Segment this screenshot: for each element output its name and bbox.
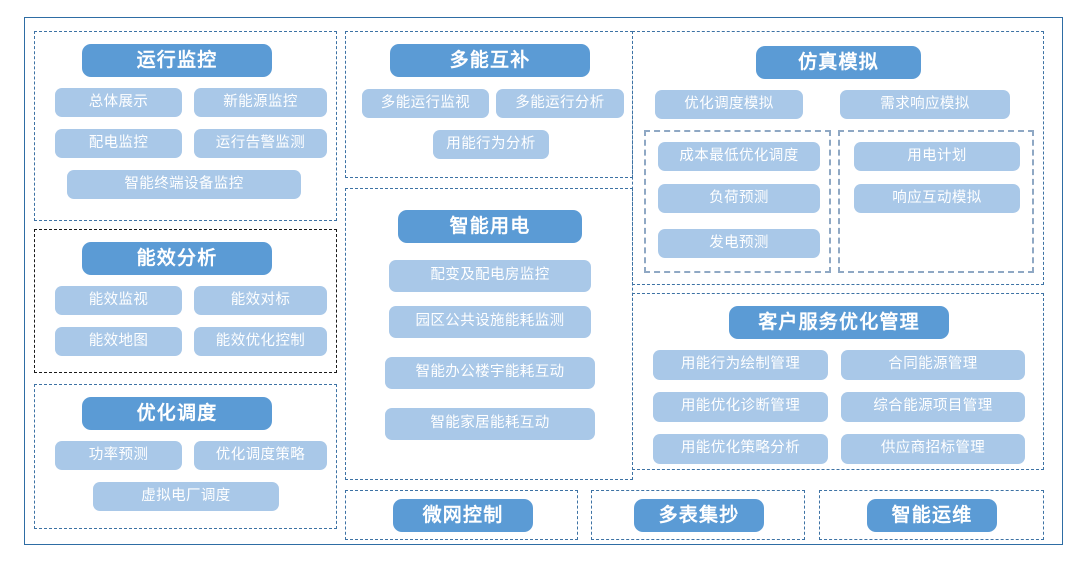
item-integrated-energy-project-management[interactable]: 综合能源项目管理 xyxy=(841,392,1025,422)
group-header-optimal-dispatch[interactable]: 优化调度 xyxy=(82,397,272,430)
item-smart-home-energy-interaction[interactable]: 智能家居能耗互动 xyxy=(385,408,595,440)
group-simulation: 仿真模拟 优化调度模拟 需求响应模拟 成本最低优化调度 负荷预测 发电预测 用电… xyxy=(632,31,1044,285)
item-new-energy-monitoring[interactable]: 新能源监控 xyxy=(194,88,327,117)
diagram-frame: 运行监控 总体展示 新能源监控 配电监控 运行告警监测 智能终端设备监控 能效分… xyxy=(24,17,1063,545)
item-optimal-dispatch-simulation[interactable]: 优化调度模拟 xyxy=(655,90,803,119)
group-microgrid-control: 微网控制 xyxy=(345,490,578,540)
item-transformer-substation-monitoring[interactable]: 配变及配电房监控 xyxy=(389,260,591,292)
item-virtual-power-plant-dispatch[interactable]: 虚拟电厂调度 xyxy=(93,482,279,511)
item-generation-forecast[interactable]: 发电预测 xyxy=(658,229,820,258)
group-customer-service-optimization: 客户服务优化管理 用能行为绘制管理 合同能源管理 用能优化诊断管理 综合能源项目… xyxy=(632,293,1044,470)
group-optimal-dispatch: 优化调度 功率预测 优化调度策略 虚拟电厂调度 xyxy=(34,384,337,529)
item-energy-behavior-profiling-management[interactable]: 用能行为绘制管理 xyxy=(653,350,828,380)
group-header-microgrid-control[interactable]: 微网控制 xyxy=(393,499,533,532)
group-energy-efficiency-analysis: 能效分析 能效监视 能效对标 能效地图 能效优化控制 xyxy=(34,229,337,373)
item-operation-alarm-monitoring[interactable]: 运行告警监测 xyxy=(194,129,327,158)
group-header-operation-monitoring[interactable]: 运行监控 xyxy=(82,44,272,77)
item-lowest-cost-optimal-dispatch[interactable]: 成本最低优化调度 xyxy=(658,142,820,171)
group-header-smart-operation-maintenance[interactable]: 智能运维 xyxy=(867,499,997,532)
group-operation-monitoring: 运行监控 总体展示 新能源监控 配电监控 运行告警监测 智能终端设备监控 xyxy=(34,31,337,221)
group-header-smart-electricity[interactable]: 智能用电 xyxy=(398,210,582,243)
subgroup-simulation-sub-left: 成本最低优化调度 负荷预测 发电预测 xyxy=(644,130,831,273)
group-header-multi-energy-complementarity[interactable]: 多能互补 xyxy=(390,44,590,77)
group-smart-operation-maintenance: 智能运维 xyxy=(819,490,1044,540)
group-multi-energy-complementarity: 多能互补 多能运行监视 多能运行分析 用能行为分析 xyxy=(345,31,633,178)
item-energy-behavior-analysis[interactable]: 用能行为分析 xyxy=(433,130,549,159)
group-header-energy-efficiency-analysis[interactable]: 能效分析 xyxy=(82,242,272,275)
item-energy-optimization-strategy-analysis[interactable]: 用能优化策略分析 xyxy=(653,434,828,464)
item-energy-optimization-diagnosis-management[interactable]: 用能优化诊断管理 xyxy=(653,392,828,422)
item-multi-energy-operation-analysis[interactable]: 多能运行分析 xyxy=(496,89,624,118)
item-efficiency-optimization-control[interactable]: 能效优化控制 xyxy=(194,327,327,356)
item-smart-office-building-energy-interaction[interactable]: 智能办公楼宇能耗互动 xyxy=(385,357,595,389)
item-response-interaction-simulation[interactable]: 响应互动模拟 xyxy=(854,184,1020,213)
item-power-forecast[interactable]: 功率预测 xyxy=(55,441,182,470)
item-load-forecast[interactable]: 负荷预测 xyxy=(658,184,820,213)
group-header-customer-service-optimization[interactable]: 客户服务优化管理 xyxy=(729,306,949,339)
item-supplier-bidding-management[interactable]: 供应商招标管理 xyxy=(841,434,1025,464)
item-overall-display[interactable]: 总体展示 xyxy=(55,88,182,117)
item-optimal-dispatch-strategy[interactable]: 优化调度策略 xyxy=(194,441,327,470)
item-smart-terminal-device-monitoring[interactable]: 智能终端设备监控 xyxy=(67,170,301,199)
item-efficiency-map[interactable]: 能效地图 xyxy=(55,327,182,356)
item-efficiency-benchmarking[interactable]: 能效对标 xyxy=(194,286,327,315)
item-multi-energy-operation-monitoring[interactable]: 多能运行监视 xyxy=(362,89,489,118)
subgroup-simulation-sub-right: 用电计划 响应互动模拟 xyxy=(838,130,1034,273)
item-demand-response-simulation[interactable]: 需求响应模拟 xyxy=(840,90,1010,119)
group-multi-meter-reading: 多表集抄 xyxy=(591,490,805,540)
group-smart-electricity: 智能用电 配变及配电房监控 园区公共设施能耗监测 智能办公楼宇能耗互动 智能家居… xyxy=(345,188,633,480)
item-electricity-plan[interactable]: 用电计划 xyxy=(854,142,1020,171)
group-header-simulation[interactable]: 仿真模拟 xyxy=(756,46,921,79)
item-distribution-monitoring[interactable]: 配电监控 xyxy=(55,129,182,158)
group-header-multi-meter-reading[interactable]: 多表集抄 xyxy=(634,499,764,532)
item-contract-energy-management[interactable]: 合同能源管理 xyxy=(841,350,1025,380)
item-park-public-facility-energy-monitoring[interactable]: 园区公共设施能耗监测 xyxy=(389,306,591,338)
item-efficiency-monitoring[interactable]: 能效监视 xyxy=(55,286,182,315)
